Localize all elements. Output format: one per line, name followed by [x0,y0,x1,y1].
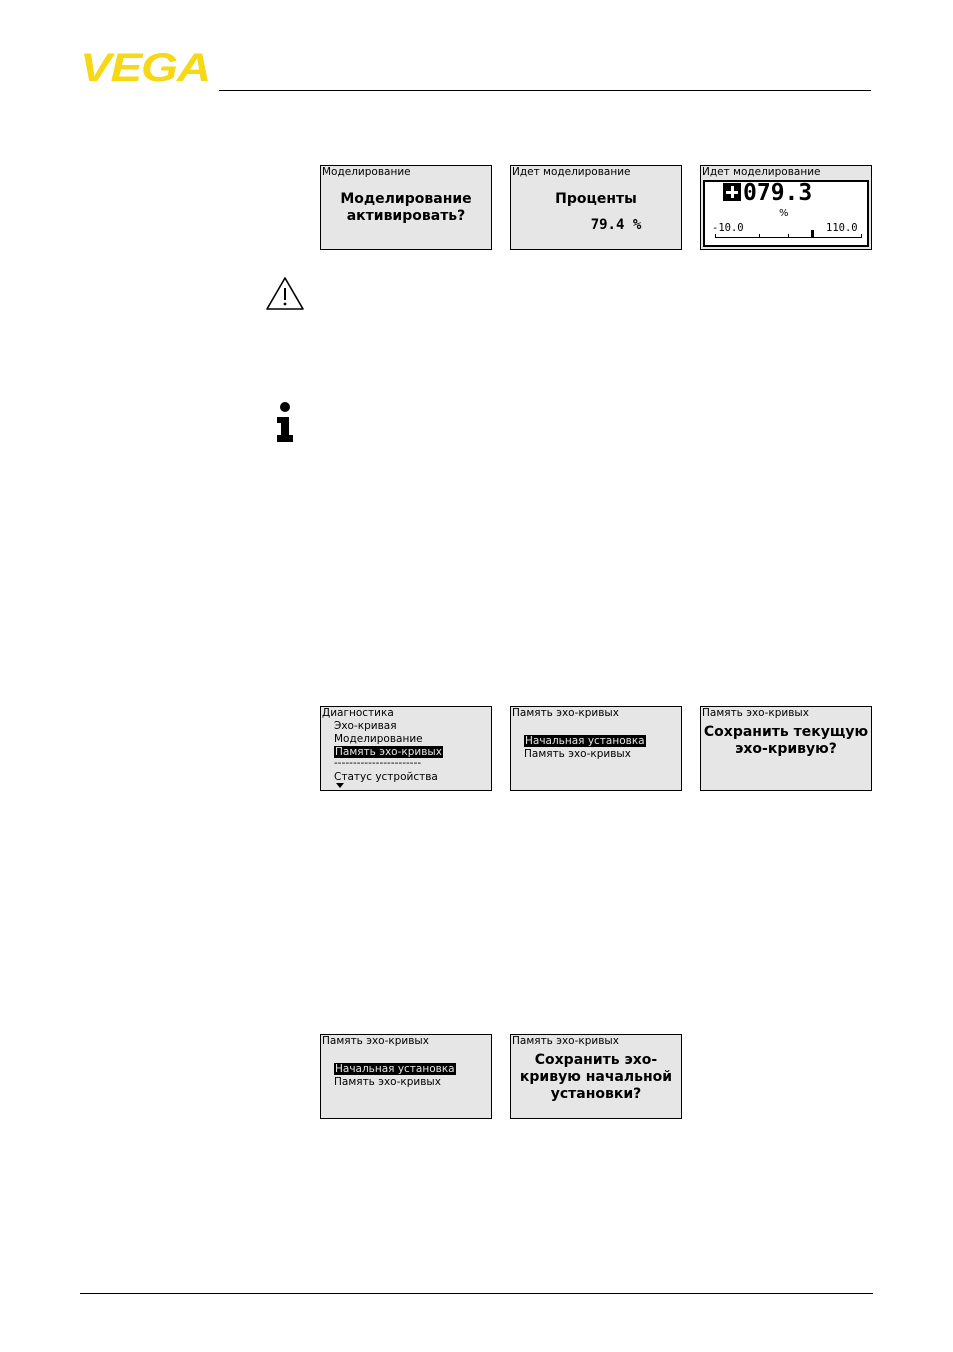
screen-simulation-activate: Моделирование Моделирование активировать… [320,165,492,250]
scroll-down-icon [336,783,344,788]
menu-item-initial-setup-selected[interactable]: Начальная установка [524,735,646,748]
axis-tick [715,234,716,238]
menu-item-echo-memory[interactable]: Память эхо-кривых [524,748,631,760]
screen-title: Идет моделирование [702,166,821,178]
value-unit: % [779,208,789,219]
header-divider [219,90,871,91]
selected-item-label: Память эхо-кривых [334,746,443,758]
screen-echo-memory-menu-2: Память эхо-кривых Начальная установка Па… [320,1034,492,1119]
menu-item-device-status[interactable]: Статус устройства [334,771,438,783]
menu-item-echo-curve[interactable]: Эхо-кривая [334,720,397,732]
prompt-line-1: Моделирование [340,191,472,207]
range-min: -10.0 [712,222,744,234]
screen-save-current-echo: Память эхо-кривых Сохранить текущую эхо-… [700,706,872,791]
screen-title: Идет моделирование [512,166,631,178]
logo-text: VEGA [80,50,210,84]
prompt-line-3: установки? [550,1086,642,1102]
screen-save-initial-echo: Память эхо-кривых Сохранить эхо- кривую … [510,1034,682,1119]
screen-diagnostics-menu: Диагностика Эхо-кривая Моделирование Пам… [320,706,492,791]
selected-item-label: Начальная установка [524,735,646,747]
screen-simulation-percent: Идет моделирование Проценты 79.4 % [510,165,682,250]
footer-divider [80,1293,873,1294]
screen-title: Память эхо-кривых [702,707,809,719]
selected-item-label: Начальная установка [334,1063,456,1075]
axis-tick [861,234,862,238]
screen-title: Память эхо-кривых [512,1035,619,1047]
prompt-line-2: кривую начальной [519,1069,673,1085]
vega-logo: VEGA [80,50,211,84]
prompt-line-1: Сохранить текущую [703,724,869,740]
screen-echo-memory-menu: Память эхо-кривых Начальная установка Па… [510,706,682,791]
menu-item-echo-memory-selected[interactable]: Память эхо-кривых [334,746,443,759]
prompt-line-2: активировать? [346,208,466,224]
info-icon [277,402,293,442]
screen-title: Память эхо-кривых [322,1035,429,1047]
range-max: 110.0 [826,222,858,234]
screen-title: Диагностика [322,707,394,719]
simulated-value: 79.4 % [590,217,642,233]
warning-icon [266,277,304,310]
menu-item-simulation[interactable]: Моделирование [334,733,423,745]
axis-tick [788,234,789,238]
menu-separator: ----------------------- [334,757,422,769]
screen-title: Моделирование [322,166,411,178]
prompt-line-2: эхо-кривую? [735,741,837,757]
quantity-label: Проценты [555,191,637,207]
screen-simulation-value: Идет моделирование 079.3 % -10.0 110.0 [700,165,872,250]
axis-tick [759,234,760,238]
bar-graph-pointer [811,230,814,238]
menu-item-initial-setup-selected[interactable]: Начальная установка [334,1063,456,1076]
measured-value: 079.3 [743,180,813,206]
menu-item-echo-memory[interactable]: Память эхо-кривых [334,1076,441,1088]
prompt-line-1: Сохранить эхо- [534,1052,658,1068]
screen-title: Память эхо-кривых [512,707,619,719]
plus-sign-icon [723,183,741,201]
